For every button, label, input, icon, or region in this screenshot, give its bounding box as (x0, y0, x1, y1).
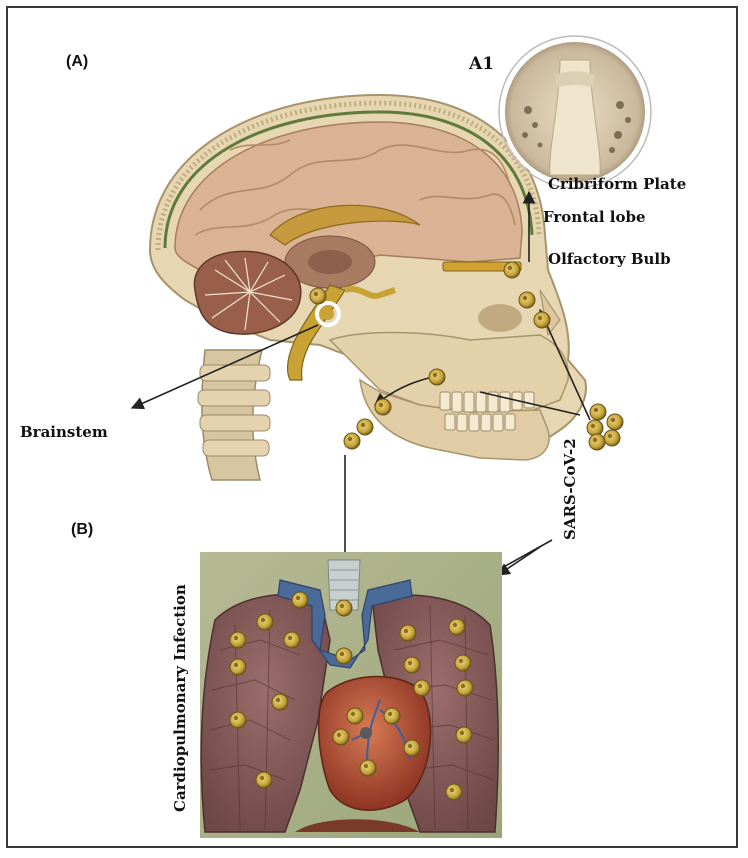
cribriform-plate-label: Cribriform Plate (548, 175, 686, 193)
frontal-lobe-label: Frontal lobe (543, 208, 646, 226)
inset-label: A1 (468, 54, 494, 74)
brainstem-label: Brainstem (20, 423, 108, 441)
panel-b-label: (B) (71, 521, 93, 538)
cardiopulmonary-infection-label: Cardiopulmonary Infection (171, 584, 189, 812)
sars-cov-2-label: SARS-CoV-2 (561, 438, 579, 540)
cerebellum (194, 251, 300, 334)
cervical-spine (198, 350, 270, 480)
panel-a-label: (A) (66, 53, 88, 70)
olfactory-bulb-label: Olfactory Bulb (548, 250, 671, 268)
